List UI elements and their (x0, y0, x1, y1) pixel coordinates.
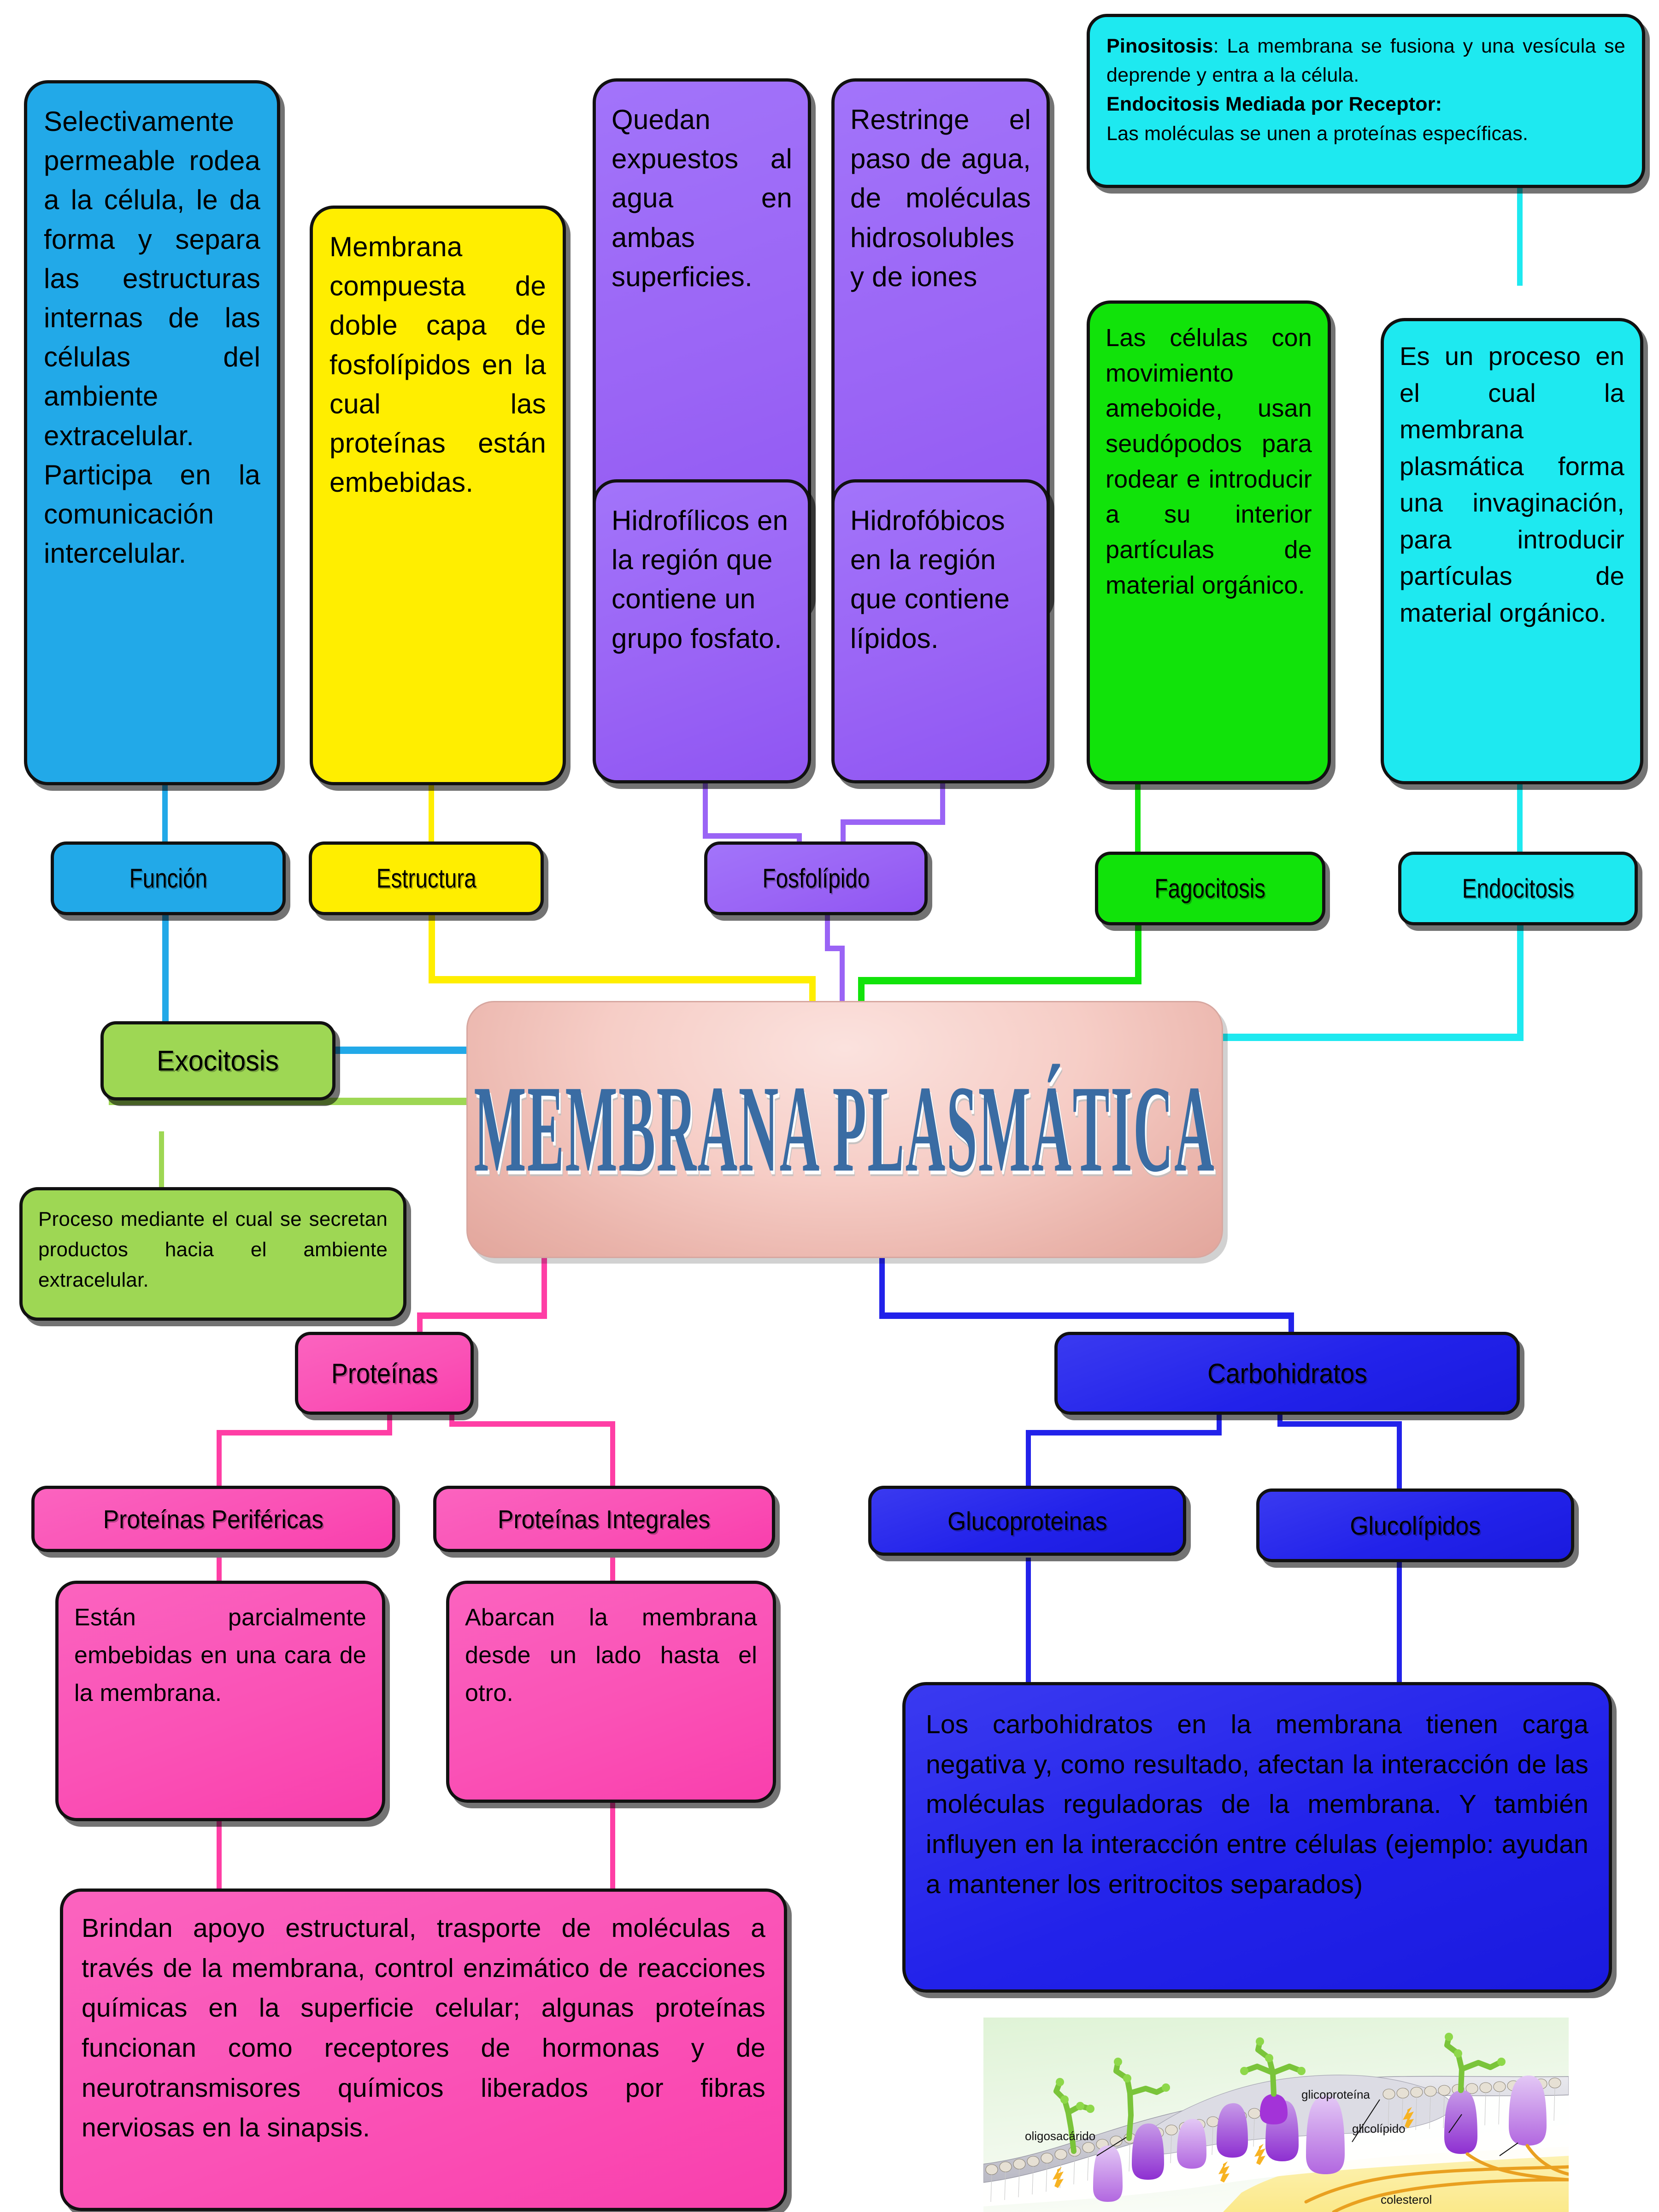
connector-fagocitosis-center-h (858, 977, 1141, 984)
fagocitosis-description-box: Las células con movimiento ameboide, usa… (1087, 300, 1331, 784)
page-title-text: MEMBRANA PLASMÁTICA (474, 1060, 1216, 1198)
estructura-description-box: Membrana compuesta de doble capa de fosf… (310, 206, 566, 785)
carbohidratos-description-box: Los carbohidratos en la membrana tienen … (902, 1682, 1612, 1993)
connector-proteinas-perifericas-h (217, 1430, 392, 1435)
label-proteinas-perifericas-text: Proteínas Periféricas (103, 1504, 324, 1534)
exocitosis-description-box: Proceso mediante el cual se secretan pro… (19, 1187, 406, 1321)
label-glucoproteinas[interactable]: Glucoproteinas (868, 1486, 1186, 1556)
illustration-label-oligosacarido: oligosacárido (1025, 2129, 1096, 2143)
label-funcion[interactable]: Función (51, 841, 286, 915)
label-proteinas-integrales[interactable]: Proteínas Integrales (433, 1486, 775, 1552)
endocitosis-receptor-term: Endocitosis Mediada por Receptor: (1106, 93, 1442, 116)
label-proteinas[interactable]: Proteínas (295, 1332, 474, 1415)
exocitosis-description-text: Proceso mediante el cual se secretan pro… (38, 1208, 388, 1291)
hidrofobico-bottom-text: Hidrofóbicos en la región que contiene l… (850, 505, 1010, 654)
connector-integrales-funciones (610, 1788, 615, 1889)
hidrofilico-bottom-text: Hidrofílicos en la región que contiene u… (612, 505, 788, 654)
funcion-description-box: Selectivamente permeable rodea a la célu… (24, 80, 280, 785)
proteinas-funciones-box: Brindan apoyo estructural, trasporte de … (60, 1888, 787, 2211)
label-proteinas-text: Proteínas (331, 1358, 438, 1389)
illustration-label-glicoproteina: glicoproteína (1301, 2088, 1370, 2101)
connector-estructura-center-h (429, 976, 816, 983)
connector-center-carbohidratos-v1 (879, 1258, 885, 1318)
label-fosfolipido[interactable]: Fosfolípido (704, 841, 928, 915)
connector-gluco-right-h (1277, 1421, 1402, 1427)
estructura-description-text: Membrana compuesta de doble capa de fosf… (329, 231, 546, 498)
connector-proteinas-perifericas-down (217, 1430, 222, 1491)
illustration-label-glicolipido: glicolípido (1352, 2122, 1406, 2136)
proteinas-integrales-description-box: Abarcan la membrana desde un lado hasta … (446, 1581, 776, 1803)
connector-hidrofobico-down (940, 783, 945, 825)
connector-gluco-right-down (1397, 1421, 1402, 1491)
connector-glucoproteinas-desc (1026, 1558, 1031, 1682)
funcion-description-text: Selectivamente permeable rodea a la célu… (44, 106, 260, 569)
connector-fosfolipido-center-v1 (825, 915, 830, 951)
connector-gluco-left-down (1026, 1430, 1031, 1491)
carbohidratos-description-text: Los carbohidratos en la membrana tienen … (926, 1710, 1588, 1899)
endocitosis-description-box: Es un proceso en el cual la membrana pla… (1381, 318, 1643, 784)
connector-funcion-center-v1 (162, 915, 169, 1053)
connector-proteinas-integrales-h (449, 1421, 615, 1427)
connector-estructura-center-v1 (429, 915, 435, 982)
membrane-illustration: glicoproteína glicolípido oligosacárido … (983, 2018, 1569, 2212)
membrane-illustration-svg (983, 2018, 1569, 2212)
pinositosis-text: Pinositosis: La membrana se fusiona y un… (1106, 32, 1625, 148)
label-fagocitosis-text: Fagocitosis (1154, 873, 1266, 904)
page-title: MEMBRANA PLASMÁTICA (466, 1001, 1223, 1258)
hidrofilico-bottom-box: Hidrofílicos en la región que contiene u… (593, 479, 811, 783)
label-estructura[interactable]: Estructura (309, 841, 544, 915)
connector-fagocitosis-center-v1 (1135, 924, 1141, 982)
pinositosis-box: Pinositosis: La membrana se fusiona y un… (1087, 14, 1645, 188)
label-fosfolipido-text: Fosfolípido (762, 863, 870, 894)
endocitosis-receptor-body: Las moléculas se unen a proteínas especí… (1106, 122, 1529, 145)
illustration-label-colesterol: colesterol (1381, 2193, 1432, 2206)
pinositosis-body: : La membrana se fusiona y una vesícula … (1106, 35, 1625, 87)
connector-center-proteinas-v1 (541, 1258, 547, 1318)
connector-center-carbohidratos-h (879, 1312, 1294, 1319)
hidrofobico-bottom-box: Hidrofóbicos en la región que contiene l… (831, 479, 1050, 783)
label-proteinas-integrales-text: Proteínas Integrales (498, 1504, 711, 1534)
connector-glucolipidos-desc (1397, 1558, 1402, 1682)
endocitosis-description-text: Es un proceso en el cual la membrana pla… (1400, 341, 1624, 627)
connector-proteinas-integrales-down (610, 1421, 615, 1491)
connector-hidrofilico-h (703, 833, 802, 839)
connector-hidrofobico-h (841, 819, 945, 825)
label-glucolipidos[interactable]: Glucolípidos (1256, 1488, 1574, 1562)
connector-hidrofilico-down (703, 783, 708, 839)
label-glucoproteinas-text: Glucoproteinas (947, 1506, 1107, 1535)
label-exocitosis[interactable]: Exocitosis (100, 1021, 335, 1100)
label-endocitosis-text: Endocitosis (1462, 873, 1574, 904)
fagocitosis-description-text: Las células con movimiento ameboide, usa… (1106, 324, 1312, 599)
label-fagocitosis[interactable]: Fagocitosis (1095, 852, 1325, 925)
connector-center-proteinas-h (417, 1312, 547, 1319)
label-carbohidratos-text: Carbohidratos (1207, 1358, 1367, 1389)
label-proteinas-perifericas[interactable]: Proteínas Periféricas (31, 1486, 395, 1552)
hidrofobico-top-text: Restringe el paso de agua, de moléculas … (850, 104, 1031, 292)
connector-endocitosis-center-v1 (1517, 924, 1524, 1040)
label-exocitosis-text: Exocitosis (157, 1045, 279, 1077)
proteinas-funciones-text: Brindan apoyo estructural, trasporte de … (82, 1913, 765, 2143)
connector-pinositosis-endocitosis (1517, 188, 1523, 286)
connector-gluco-left-h (1026, 1430, 1222, 1435)
label-estructura-text: Estructura (376, 863, 477, 894)
label-glucolipidos-text: Glucolípidos (1350, 1511, 1481, 1540)
proteinas-integrales-description-text: Abarcan la membrana desde un lado hasta … (465, 1604, 757, 1707)
label-endocitosis[interactable]: Endocitosis (1398, 852, 1638, 925)
label-funcion-text: Función (129, 863, 207, 894)
connector-fosfolipido-center-h (825, 946, 844, 951)
connector-perifericas-funciones (217, 1816, 222, 1889)
hidrofilico-top-text: Quedan expuestos al agua en ambas superf… (612, 104, 792, 292)
proteinas-perifericas-description-box: Están parcialmente embebidas en una cara… (55, 1581, 385, 1821)
proteinas-perifericas-description-text: Están parcialmente embebidas en una cara… (74, 1604, 366, 1707)
connector-exocitosis-desc (159, 1131, 164, 1191)
pinositosis-term: Pinositosis (1106, 35, 1213, 57)
label-carbohidratos[interactable]: Carbohidratos (1054, 1332, 1520, 1415)
